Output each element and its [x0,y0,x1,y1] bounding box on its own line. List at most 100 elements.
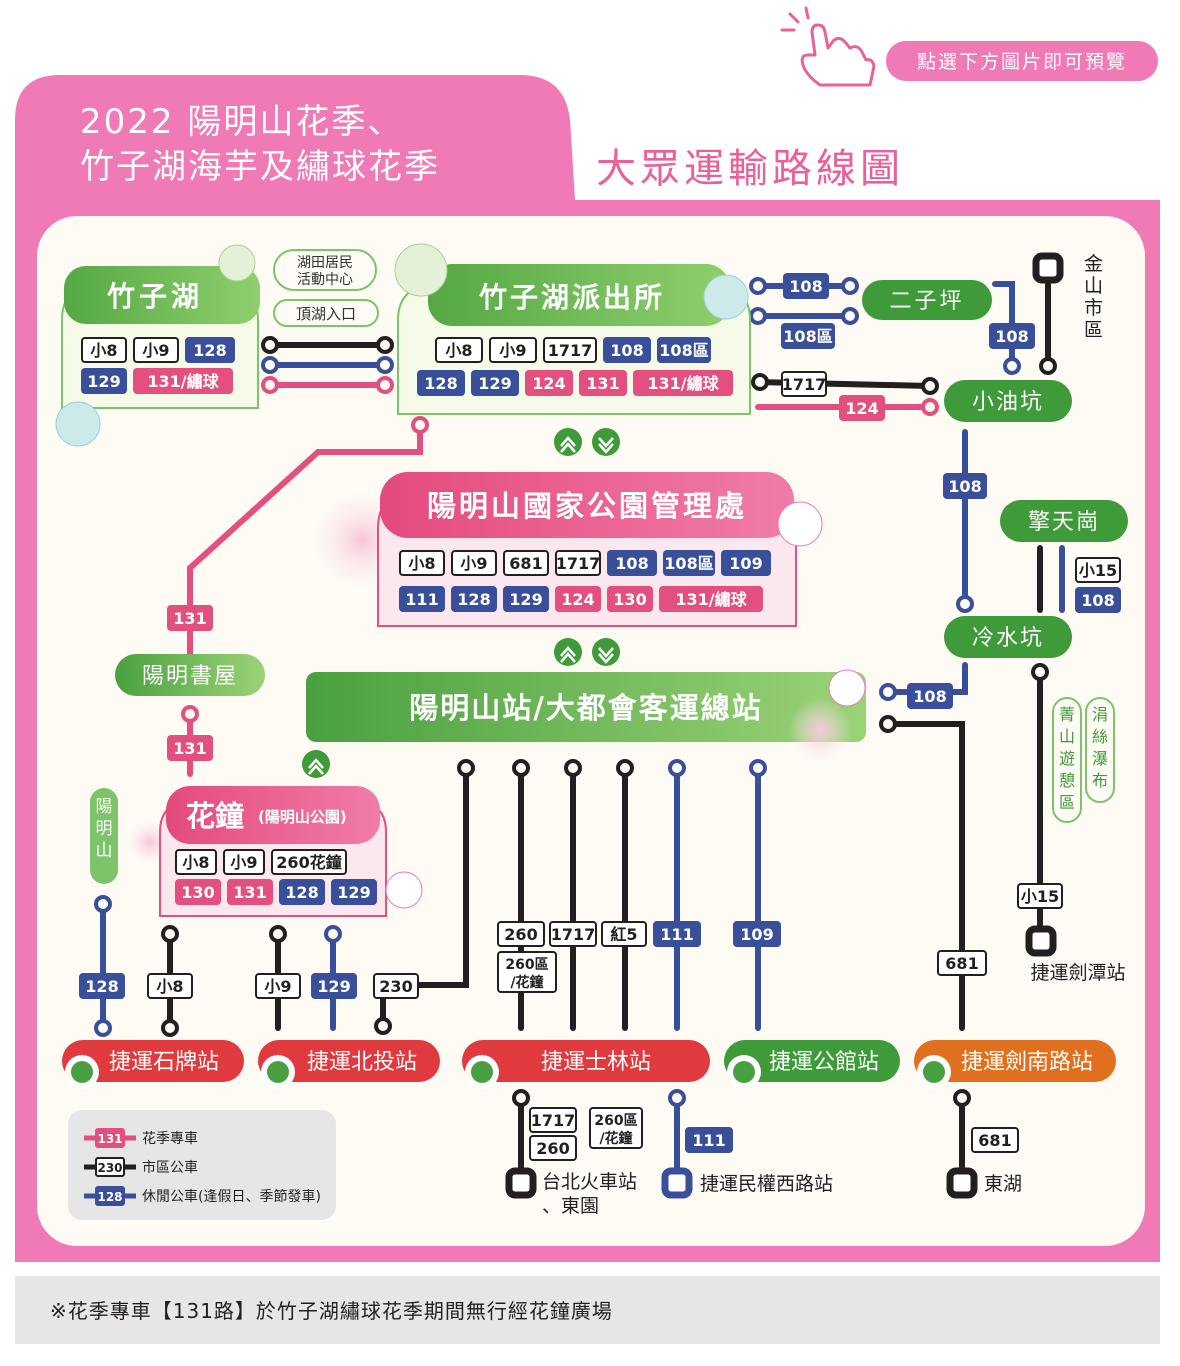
stop-yangmingshan-vertical[interactable]: 陽明山 [90,788,118,884]
badge-hq-a-4: 108 [607,550,657,576]
terminus-stops [505,252,1064,1199]
badge-line-x8: 小8 [147,973,193,999]
svg-text:260花鐘: 260花鐘 [276,853,341,872]
svg-text:131: 131 [173,739,206,758]
svg-text:1717: 1717 [548,341,593,360]
station-zhuzihu-police-label: 竹子湖派出所 [478,281,665,314]
station-flower-clock-sublabel: (陽明山公園) [258,808,347,826]
svg-text:市區公車: 市區公車 [142,1159,198,1176]
badge-hq-b-2: 129 [503,586,549,612]
badge-line-x9: 小9 [255,973,301,999]
badge-down-260: 260 [529,1135,577,1161]
mrt-jiannan[interactable]: 捷運劍南路站 [914,1040,1116,1089]
hand-pointer-icon [780,6,876,87]
station-yangming-bookhouse[interactable]: 陽明書屋 [115,654,265,696]
station-yangmingshan[interactable]: 陽明山站/大都會客運總站 [306,669,866,762]
mrt-shipai[interactable]: 捷運石牌站 [62,1040,244,1089]
svg-text:小8: 小8 [408,554,435,573]
svg-text:111: 111 [405,590,438,609]
badge-line-108a: 108 [783,273,829,299]
svg-text:129: 129 [87,372,120,391]
svg-text:108區: 108區 [659,341,708,360]
badge-hq-b-3: 124 [555,586,601,612]
svg-text:131: 131 [586,374,619,393]
badge-police-a-3: 108 [603,337,651,363]
arrow-markers [94,277,1057,1107]
badge-police-b-3: 131 [579,370,627,396]
svg-text:681: 681 [978,1131,1011,1150]
station-yangmingshan-label: 陽明山站/大都會客運總站 [409,691,763,725]
badge-police-a-2: 1717 [543,337,597,363]
stop-dinghu[interactable]: 頂湖入口 [273,299,379,327]
svg-text:108: 108 [948,477,981,496]
mrt-beitou[interactable]: 捷運北投站 [258,1040,440,1089]
svg-text:111: 111 [692,1131,725,1150]
badge-line-108b: 108 [989,323,1035,349]
badge-hq-a-2: 681 [503,550,549,576]
svg-text:108區: 108區 [783,327,832,346]
svg-text:紅5: 紅5 [610,925,637,944]
svg-text:花季專車: 花季專車 [142,1130,198,1147]
svg-text:230: 230 [97,1161,122,1175]
stop-juansi[interactable]: 涓絲瀑布 [1085,697,1115,803]
svg-text:131/繡球: 131/繡球 [647,374,719,393]
mrt-shilin-label: 捷運士林站 [541,1050,651,1075]
badge-zhuzihu-b-1: 131/繡球 [133,368,233,394]
stop-jingshan-label: 菁山遊憩區 [1059,705,1075,812]
title-line-2: 竹子湖海芋及繡球花季 [80,147,440,187]
mrt-beitou-label: 捷運北投站 [307,1050,417,1075]
badge-line-124: 124 [839,395,885,421]
badge-hq-b-0: 111 [399,586,445,612]
badge-shilin-111: 111 [653,921,701,947]
svg-text:128: 128 [457,590,490,609]
station-park-hq-label: 陽明山國家公園管理處 [427,489,747,523]
svg-text:111: 111 [660,925,693,944]
badge-qtg-108: 108 [1075,587,1121,613]
station-erziping[interactable]: 二子坪 [862,280,992,320]
badge-police-a-1: 小9 [489,337,537,363]
preview-button[interactable]: 點選下方圖片即可預覽 [886,41,1158,81]
stop-huadian[interactable]: 湖田居民 活動中心 [273,249,377,291]
station-jinshan[interactable]: 金山市區 [1084,253,1103,341]
badge-shilin-1717: 1717 [549,921,597,947]
svg-text:108區: 108區 [664,554,713,573]
badge-qtg-x15: 小15 [1075,557,1121,583]
badge-flower-b-2: 128 [279,879,325,905]
svg-text:108: 108 [789,277,822,296]
station-lengshuikeng[interactable]: 冷水坑 [944,616,1072,658]
badge-hq-b-5: 131/繡球 [659,586,763,612]
svg-text:小8: 小8 [90,341,117,360]
badge-line-108d: 108 [907,683,953,709]
badge-shilin-260q: 260區/花鐘 [497,951,557,993]
svg-text:131: 131 [233,883,266,902]
svg-text:108: 108 [1081,591,1114,610]
station-erziping-label: 二子坪 [889,289,964,314]
station-xiaoyoukeng-label: 小油坑 [972,390,1044,415]
mrt-shilin[interactable]: 捷運士林站 [462,1040,710,1089]
svg-text:小8: 小8 [445,341,472,360]
badge-line-1717: 1717 [781,371,827,397]
footer-note: ※花季專車【131路】於竹子湖繡球花季期間無行經花鐘廣場 [50,1299,613,1323]
svg-text:129: 129 [478,374,511,393]
badge-line-128: 128 [79,973,125,999]
svg-text:小9: 小9 [499,341,526,360]
badge-shilin-red5: 紅5 [601,921,647,947]
svg-text:1717: 1717 [782,375,827,394]
badge-gongguan-109: 109 [733,921,781,947]
station-qingtiangang[interactable]: 擎天崗 [1000,500,1128,542]
badge-flower-b-1: 131 [227,879,273,905]
svg-text:休閒公車(逢假日、季節發車): 休閒公車(逢假日、季節發車) [142,1188,321,1205]
svg-text:681: 681 [945,954,978,973]
badge-line-129: 129 [311,973,357,999]
stop-huadian-line2: 活動中心 [297,272,353,288]
station-xiaoyoukeng[interactable]: 小油坑 [944,380,1072,422]
svg-text:124: 124 [532,374,565,393]
station-lengshuikeng-label: 冷水坑 [972,626,1044,651]
badge-flower-a-1: 小9 [223,849,265,875]
svg-text:128: 128 [424,374,457,393]
stop-jingshan[interactable]: 菁山遊憩區 [1052,697,1082,823]
badge-line-230: 230 [373,973,419,999]
mrt-gongguan[interactable]: 捷運公館站 [724,1040,900,1089]
